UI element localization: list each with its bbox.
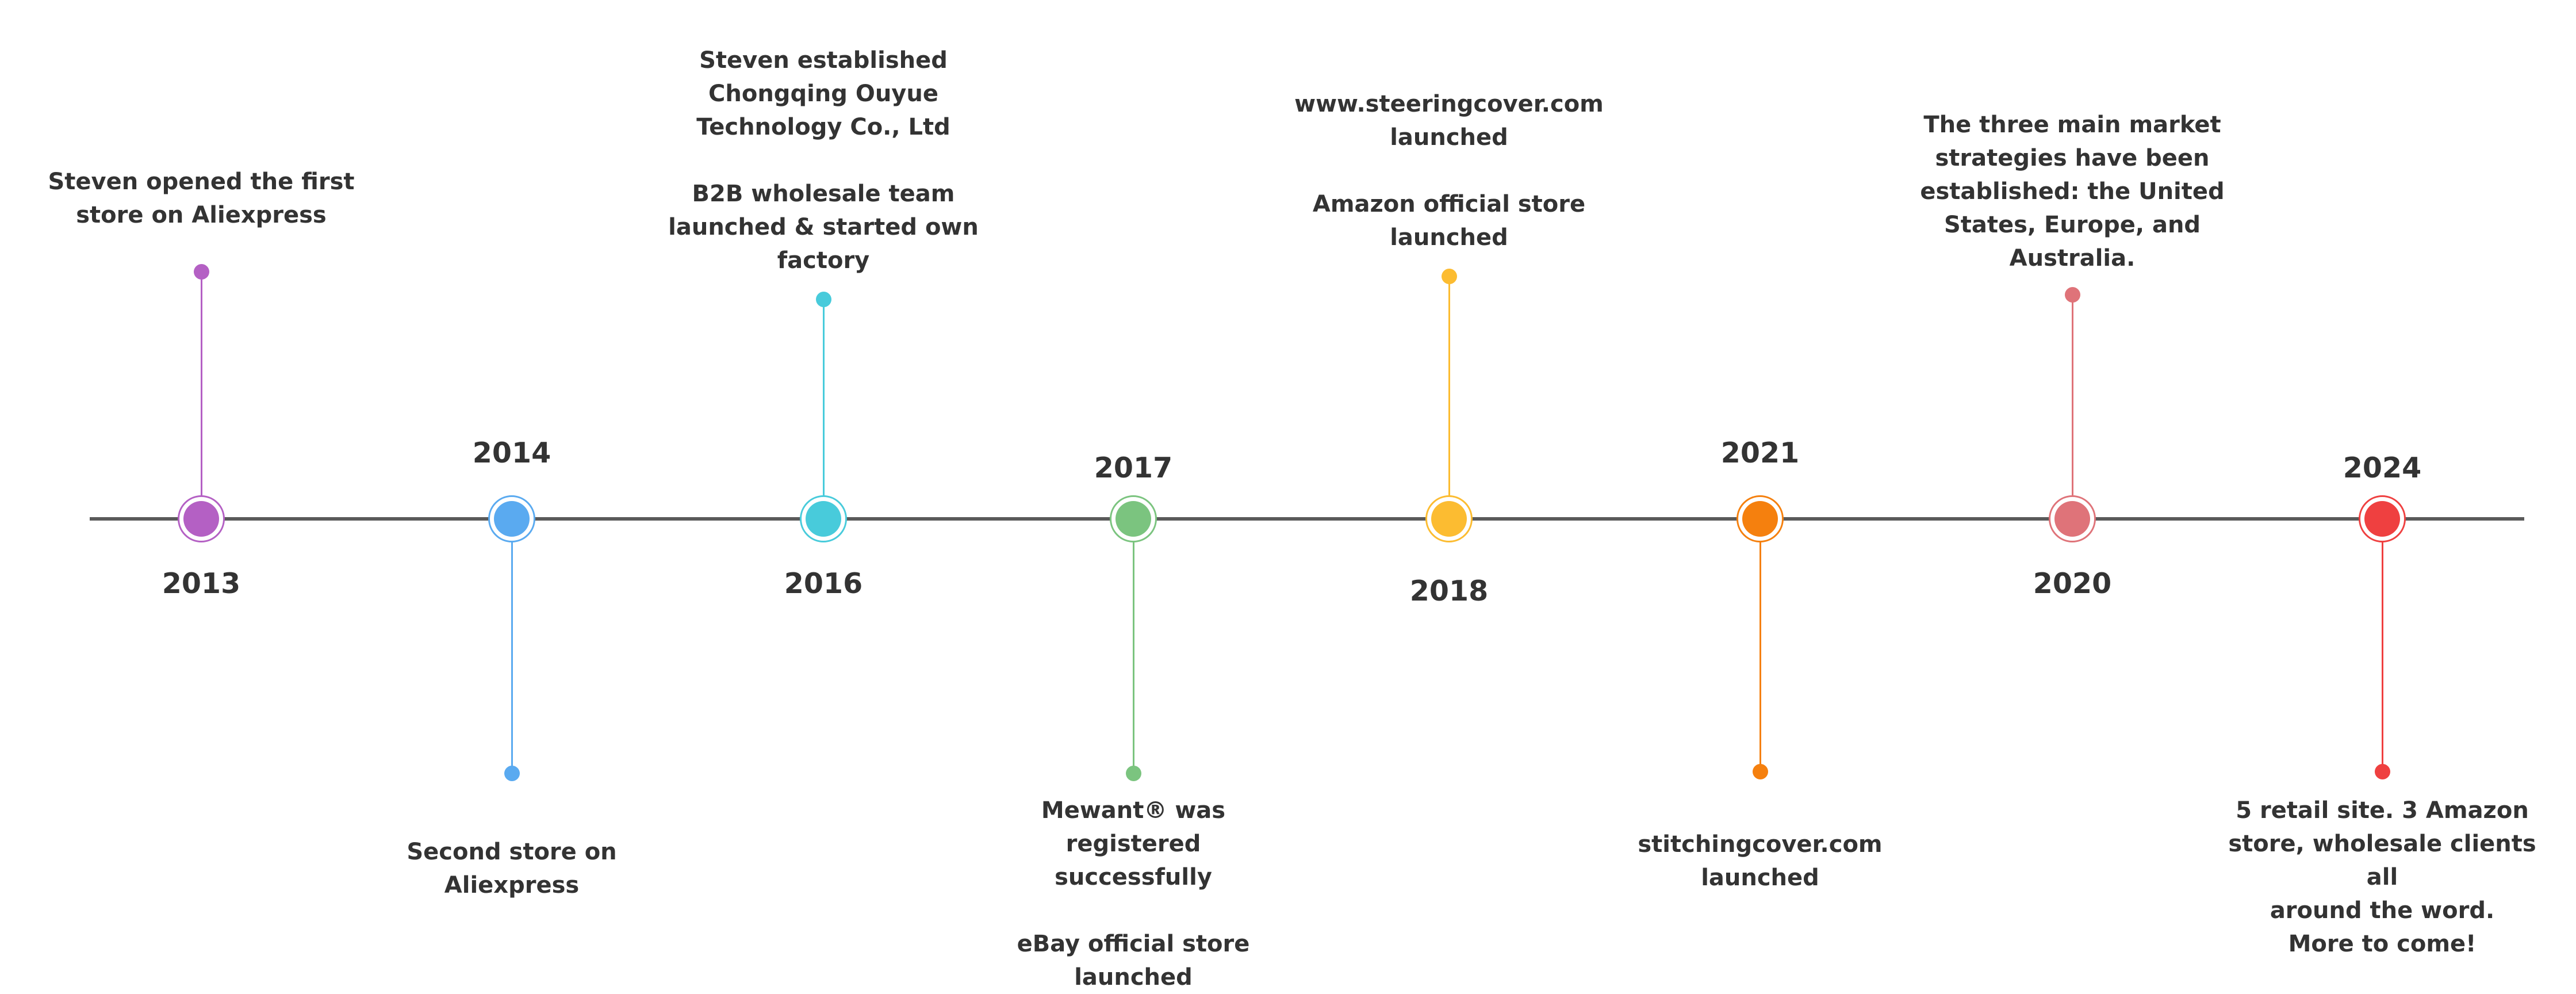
milestone-marker bbox=[2364, 501, 2400, 537]
milestone-description: Mewant® was registered successfully eBay o… bbox=[972, 794, 1294, 994]
description-line bbox=[662, 144, 984, 177]
description-line: strategies have been bbox=[1935, 145, 2210, 171]
description-line bbox=[972, 894, 1294, 927]
milestone-endpoint bbox=[504, 765, 520, 781]
description-line: More to come! bbox=[2288, 931, 2477, 957]
milestone-connector bbox=[822, 299, 825, 519]
milestone-description: Second store on Aliexpress bbox=[351, 835, 673, 902]
milestone-marker bbox=[1431, 501, 1467, 537]
description-line: store, wholesale clients all bbox=[2228, 831, 2536, 890]
milestone-description: Steven opened the first store on Aliexpre… bbox=[40, 165, 362, 232]
milestone-year: 2017 bbox=[1094, 452, 1173, 484]
milestone-endpoint bbox=[1125, 765, 1141, 781]
milestone-year: 2014 bbox=[472, 437, 551, 469]
description-line: established: the United bbox=[1920, 178, 2225, 205]
milestone-endpoint bbox=[1441, 268, 1457, 284]
milestone-connector bbox=[2071, 295, 2073, 519]
milestone-description: The three main market strategies have bee… bbox=[1911, 108, 2233, 275]
milestone-year: 2021 bbox=[1720, 437, 1800, 469]
description-line: Amazon official store bbox=[1312, 191, 1586, 217]
milestone-year: 2013 bbox=[162, 567, 241, 600]
description-line: factory bbox=[777, 247, 870, 274]
description-line: www.steeringcover.com bbox=[1294, 91, 1604, 117]
description-line: launched bbox=[1390, 124, 1508, 151]
description-line: store on Aliexpress bbox=[76, 202, 327, 228]
description-line: Technology Co., Ltd bbox=[696, 114, 950, 140]
milestone-year: 2024 bbox=[2343, 452, 2422, 484]
milestone-marker bbox=[183, 501, 219, 537]
milestone-marker bbox=[494, 501, 530, 537]
description-line: successfully bbox=[1055, 864, 1212, 890]
description-line: Second store on Aliexpress bbox=[407, 839, 617, 899]
milestone-2013: 2013 Steven opened the first store on Alie… bbox=[48, 169, 354, 600]
description-line: eBay official store launched bbox=[1017, 931, 1250, 991]
description-line: Chongqing Ouyue bbox=[708, 81, 938, 107]
milestone-2020: 2020 The three main market strategies have… bbox=[1920, 112, 2224, 600]
milestone-connector bbox=[1759, 519, 1761, 771]
description-line: launched bbox=[1390, 224, 1508, 251]
milestone-marker bbox=[1742, 501, 1778, 537]
milestone-2024: 2024 5 retail site. 3 Amazon store, wholes… bbox=[2228, 452, 2536, 957]
description-line: The three main market bbox=[1923, 112, 2221, 138]
description-line: around the word. bbox=[2270, 897, 2495, 924]
milestone-connector bbox=[2381, 519, 2383, 771]
milestone-connector bbox=[200, 272, 202, 519]
milestone-endpoint bbox=[193, 263, 209, 280]
description-line: Steven opened the first bbox=[48, 169, 355, 195]
milestone-endpoint bbox=[2374, 763, 2390, 779]
milestone-endpoint bbox=[1752, 763, 1768, 779]
milestone-marker bbox=[806, 501, 841, 537]
milestone-marker bbox=[2054, 501, 2090, 537]
milestone-endpoint bbox=[815, 291, 831, 307]
milestone-description: stitchingcover.com launched bbox=[1599, 828, 1921, 894]
milestone-marker bbox=[1116, 501, 1151, 537]
description-line: stitchingcover.com bbox=[1638, 831, 1883, 858]
timeline-axis bbox=[90, 517, 2524, 521]
description-line: launched bbox=[1701, 865, 1819, 891]
description-line: launched & started own bbox=[668, 214, 979, 240]
milestone-connector bbox=[511, 519, 513, 773]
description-line: States, Europe, and bbox=[1943, 212, 2201, 238]
milestone-2021: 2021 stitchingcover.com launched bbox=[1638, 437, 1882, 891]
milestone-description: 5 retail site. 3 Amazon store, wholesale … bbox=[2221, 794, 2543, 961]
milestone-year: 2018 bbox=[1409, 575, 1489, 607]
milestone-year: 2020 bbox=[2033, 567, 2112, 600]
description-line: Australia. bbox=[2009, 245, 2136, 272]
timeline: 2013 Steven opened the first store on Alie… bbox=[48, 47, 2536, 991]
milestone-connector bbox=[1448, 276, 1450, 519]
milestone-year: 2016 bbox=[784, 567, 863, 600]
milestone-connector bbox=[1132, 519, 1134, 773]
milestone-endpoint bbox=[2064, 286, 2080, 303]
description-line: 5 retail site. 3 Amazon bbox=[2236, 797, 2529, 824]
description-line: B2B wholesale team bbox=[692, 181, 955, 207]
description-line: Mewant® was registered bbox=[1041, 797, 1226, 857]
description-line bbox=[1288, 154, 1610, 188]
description-line: Steven established bbox=[699, 47, 948, 74]
